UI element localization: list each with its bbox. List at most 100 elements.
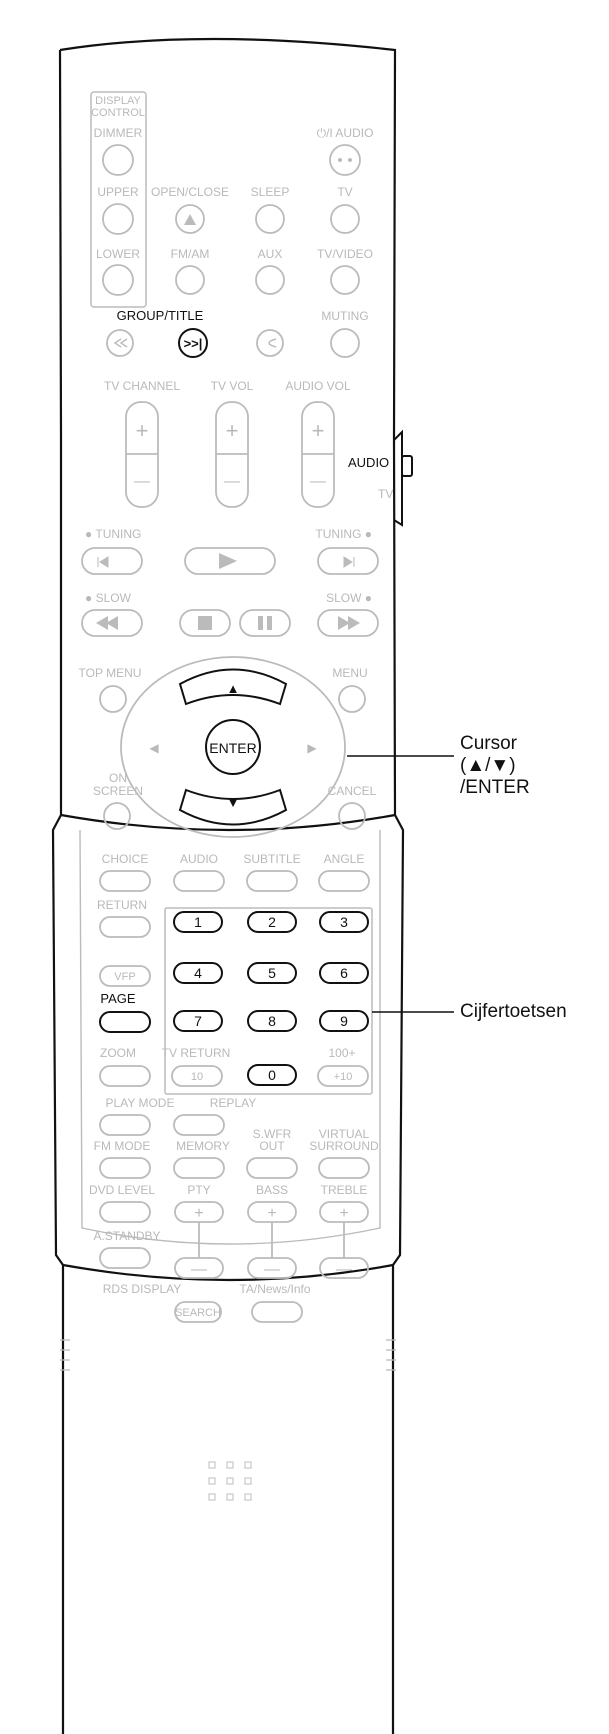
page-button[interactable] — [99, 1011, 151, 1033]
cursor-callout-line1: Cursor — [460, 733, 518, 754]
stop-button[interactable] — [179, 609, 231, 637]
bass-label: BASS — [256, 1183, 288, 1197]
enter-button[interactable] — [205, 719, 261, 775]
group-title-label: GROUP/TITLE — [117, 308, 204, 323]
down-arrow-icon: ▼ — [227, 795, 240, 810]
tuning-next-button[interactable] — [317, 547, 379, 575]
treble-plus-sign: + — [339, 1205, 348, 1222]
digit-key-2[interactable] — [247, 911, 297, 933]
digit-key-label-5: 5 — [268, 965, 276, 981]
group-title-skip-button[interactable] — [178, 328, 208, 358]
replay-label: REPLAY — [210, 1096, 256, 1110]
plus-ten-button[interactable] — [317, 1065, 369, 1087]
subtitle-label: SUBTITLE — [243, 852, 300, 866]
digit-key-3[interactable] — [319, 911, 369, 933]
upper-button[interactable] — [102, 203, 134, 235]
swfr-label: S.WFR — [253, 1127, 292, 1141]
play-mode-button[interactable] — [99, 1114, 151, 1136]
fm-mode-button[interactable] — [99, 1157, 151, 1179]
tuning-prev-button[interactable] — [81, 547, 143, 575]
memory-button[interactable] — [173, 1157, 225, 1179]
cursor-callout-line3: /ENTER — [460, 777, 530, 798]
display-control-box — [90, 91, 147, 308]
digit-key-7[interactable] — [173, 1010, 223, 1032]
pty-label: PTY — [187, 1183, 210, 1197]
bass-plus-sign: + — [267, 1205, 276, 1222]
menu-button[interactable] — [338, 685, 366, 713]
aux-button[interactable] — [255, 265, 285, 295]
zoom-button[interactable] — [99, 1065, 151, 1087]
audio-button[interactable] — [173, 870, 225, 892]
digit-key-6[interactable] — [319, 962, 369, 984]
ten-button[interactable] — [171, 1065, 223, 1087]
lower-button[interactable] — [102, 264, 134, 296]
ta-news-info-label: TA/News/Info — [239, 1282, 310, 1296]
cursor-up-button[interactable] — [178, 668, 288, 706]
digit-key-8[interactable] — [247, 1010, 297, 1032]
cursor-callout: Cursor (▲/▼) /ENTER — [460, 733, 530, 799]
dvd-level-button[interactable] — [99, 1201, 151, 1223]
return-button[interactable] — [99, 916, 151, 938]
tv-power-button[interactable] — [330, 204, 360, 234]
subtitle-button[interactable] — [246, 870, 298, 892]
rewind-icon — [96, 616, 118, 630]
ta-news-info-button[interactable] — [251, 1301, 303, 1323]
sleep-button[interactable] — [255, 204, 285, 234]
muting-button[interactable] — [330, 328, 360, 358]
swfr-out-button[interactable] — [246, 1157, 298, 1179]
slow-left-label: ● SLOW — [85, 591, 132, 605]
digit-key-1[interactable] — [173, 911, 223, 933]
ten-label: 10 — [191, 1071, 203, 1083]
tv-video-button[interactable] — [330, 265, 360, 295]
digit-key-label-3: 3 — [340, 914, 348, 930]
audio-label: AUDIO — [180, 852, 218, 866]
screen-label: SCREEN — [93, 784, 143, 798]
audio-power-button[interactable] — [329, 144, 361, 176]
open-close-button[interactable] — [175, 204, 205, 234]
angle-button[interactable] — [318, 870, 370, 892]
audio-tv-slide-switch[interactable] — [393, 429, 407, 527]
skip-back-button[interactable] — [106, 329, 134, 357]
choice-button[interactable] — [99, 870, 151, 892]
top-menu-button[interactable] — [99, 685, 127, 713]
search-label: SEARCH — [175, 1307, 221, 1319]
tv-label: TV — [337, 185, 352, 199]
bass-minus-sign: — — [264, 1261, 280, 1278]
dimmer-button[interactable] — [102, 144, 134, 176]
digit-key-label-8: 8 — [268, 1013, 276, 1029]
digit-key-label-0: 0 — [268, 1067, 276, 1083]
digit-key-9[interactable] — [319, 1010, 369, 1032]
digit-key-5[interactable] — [247, 962, 297, 984]
cancel-button[interactable] — [338, 802, 366, 830]
sleep-label: SLEEP — [251, 185, 290, 199]
page-label: PAGE — [100, 991, 135, 1006]
plus-ten-label: +10 — [334, 1071, 353, 1083]
virtual-surround-button[interactable] — [318, 1157, 370, 1179]
audio-vol-plus: + — [312, 418, 325, 443]
control-label: CONTROL — [91, 107, 145, 119]
play-button[interactable] — [184, 547, 276, 575]
search-button[interactable] — [174, 1301, 222, 1323]
vfp-button[interactable] — [99, 965, 151, 987]
slide-switch-knob[interactable] — [401, 455, 413, 477]
slow-rewind-button[interactable] — [81, 609, 143, 637]
back-button[interactable] — [256, 329, 284, 357]
fast-forward-icon — [338, 616, 360, 630]
digit-key-0[interactable] — [247, 1064, 297, 1086]
aux-label: AUX — [258, 247, 283, 261]
pause-button[interactable] — [239, 609, 291, 637]
fm-am-button[interactable] — [175, 265, 205, 295]
replay-button[interactable] — [173, 1114, 225, 1136]
menu-label: MENU — [332, 666, 367, 680]
digit-key-4[interactable] — [173, 962, 223, 984]
on-screen-button[interactable] — [103, 802, 131, 830]
lower-panel-outline — [79, 829, 381, 1245]
audio-vol-label: AUDIO VOL — [285, 379, 351, 393]
skip-back-icon — [113, 338, 128, 348]
slow-forward-button[interactable] — [317, 609, 379, 637]
slow-right-label: SLOW ● — [326, 591, 372, 605]
pty-minus-sign: — — [191, 1261, 207, 1278]
cursor-down-button[interactable] — [178, 788, 288, 826]
a-standby-button[interactable] — [99, 1247, 151, 1269]
pty-plus-sign: + — [194, 1205, 203, 1222]
